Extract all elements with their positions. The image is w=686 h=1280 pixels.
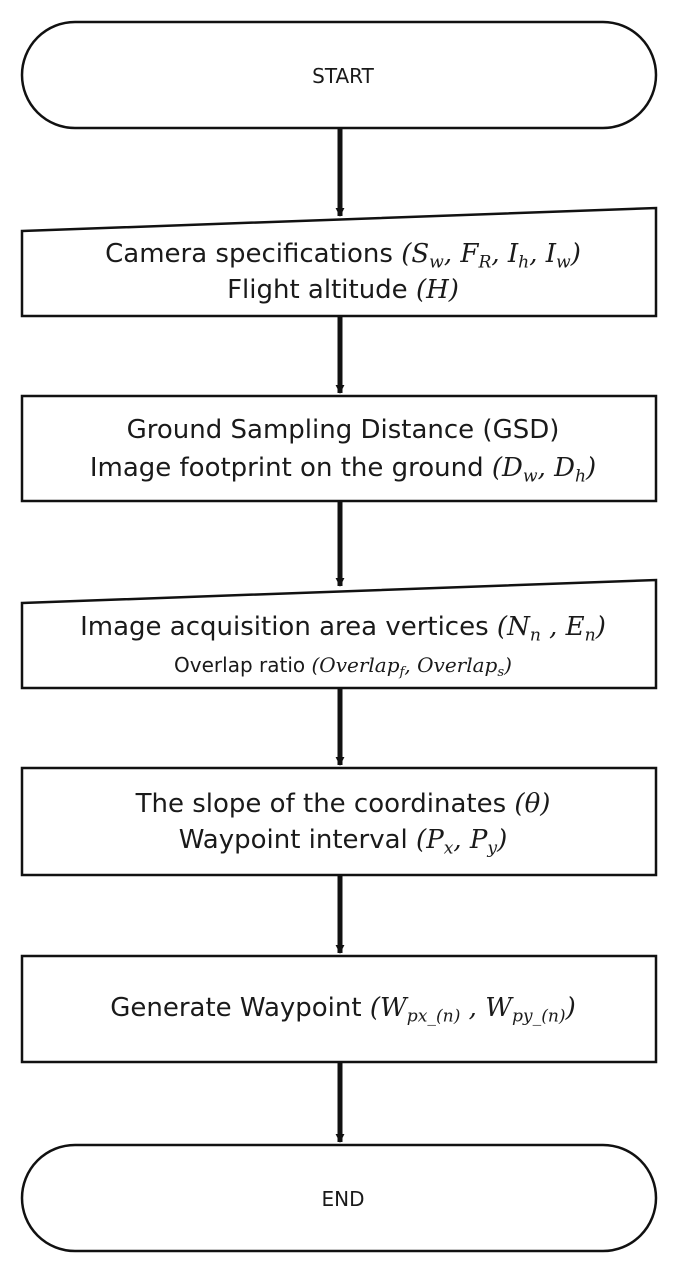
- step1-line1-math: (Sw, FR, Ih, Iw): [401, 239, 581, 273]
- step2-line2-math: (Dw, Dh): [491, 453, 597, 487]
- step4-line1-text: The slope of the coordinates: [135, 789, 507, 819]
- step4-line1-math: (θ): [514, 789, 551, 819]
- start-label: START: [22, 62, 664, 90]
- step2-line2-text: Image footprint on the ground: [89, 453, 484, 483]
- step5-line1: Generate Waypoint (Wpx_(n) , Wpy_(n)): [22, 990, 664, 1034]
- step3-line2: Overlap ratio (Overlapf, Overlaps): [22, 650, 664, 688]
- step3-input-shape: [20, 578, 658, 690]
- step5-line1-math: (Wpx_(n) , Wpy_(n)): [369, 993, 576, 1027]
- start-text: START: [312, 64, 374, 88]
- step2-line1: Ground Sampling Distance (GSD): [22, 412, 664, 448]
- step1-line2: Flight altitude (H): [22, 272, 664, 308]
- step1-line2-math: (H): [415, 275, 459, 305]
- step4-line2: Waypoint interval (Px, Py): [22, 822, 664, 866]
- end-terminator: [20, 1143, 658, 1253]
- step4-line2-math: (Px, Py): [416, 825, 508, 859]
- step4-line2-text: Waypoint interval: [178, 825, 408, 855]
- step3-line1-text: Image acquisition area vertices: [80, 612, 489, 642]
- step1-line1-text: Camera specifications: [105, 239, 393, 269]
- end-text: END: [321, 1187, 365, 1211]
- end-label: END: [22, 1185, 664, 1213]
- step2-line2: Image footprint on the ground (Dw, Dh): [22, 450, 664, 494]
- step2-line1-text: Ground Sampling Distance (GSD): [126, 415, 560, 445]
- step1-line1: Camera specifications (Sw, FR, Ih, Iw): [22, 236, 664, 280]
- step1-line2-text: Flight altitude: [227, 275, 408, 305]
- step3-line1-math: (Nn , En): [496, 612, 606, 646]
- step4-line1: The slope of the coordinates (θ): [22, 786, 664, 822]
- step3-line2-text: Overlap ratio: [174, 653, 306, 677]
- step5-line1-text: Generate Waypoint: [110, 993, 362, 1023]
- step3-line2-math: (Overlapf, Overlaps): [311, 653, 512, 681]
- step3-line1: Image acquisition area vertices (Nn , En…: [22, 609, 664, 653]
- step2-process-shape: [20, 394, 658, 503]
- step1-input-shape: [20, 206, 658, 318]
- step4-process-shape: [20, 766, 658, 877]
